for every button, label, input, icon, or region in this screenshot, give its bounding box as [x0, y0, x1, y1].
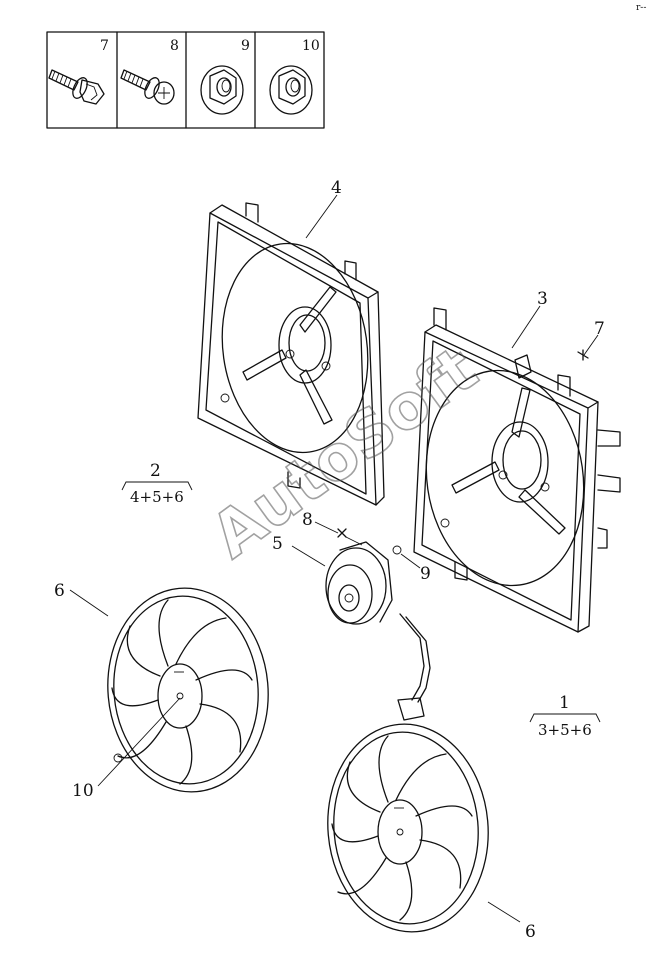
kit-1-contents: 3+5+6 [538, 721, 592, 739]
leader-lines [69, 194, 601, 923]
kit-1-number: 1 [559, 693, 570, 713]
part-label-5: 5 [272, 534, 283, 554]
watermark: AutoSoft [198, 332, 490, 572]
kit-2-contents: 4+5+6 [130, 488, 184, 506]
part-label-3: 3 [537, 289, 548, 309]
fan-shroud-3 [413, 307, 621, 633]
legend-number-7: 7 [100, 38, 109, 54]
part-label-6-left: 6 [54, 581, 65, 601]
fan-blade-6-right [327, 723, 489, 933]
fastener-legend: 7 8 9 10 [46, 31, 325, 129]
legend-number-9: 9 [241, 38, 250, 54]
fan-blade-6-left [107, 587, 269, 793]
screw-8-marker [337, 528, 347, 538]
bolt-7-marker [577, 349, 589, 361]
part-label-8: 8 [302, 510, 313, 530]
corner-mark: r-- [636, 3, 646, 13]
fan-motor-5 [325, 541, 431, 721]
flange-bolt-icon [48, 69, 105, 105]
part-label-9: 9 [420, 564, 431, 584]
part-label-7: 7 [594, 319, 605, 339]
fan-shroud-4 [197, 202, 385, 506]
legend-number-8: 8 [170, 38, 179, 54]
nut-9-marker [392, 545, 402, 555]
flange-nut-icon [269, 65, 313, 115]
nut-10-marker [113, 753, 123, 763]
phillips-screw-icon [120, 69, 175, 105]
part-label-10: 10 [72, 781, 94, 801]
legend-number-10: 10 [302, 38, 320, 54]
kit-2-number: 2 [150, 461, 161, 481]
flange-nut-icon [200, 65, 244, 115]
part-label-6-right: 6 [525, 922, 536, 942]
part-label-4: 4 [331, 178, 342, 198]
